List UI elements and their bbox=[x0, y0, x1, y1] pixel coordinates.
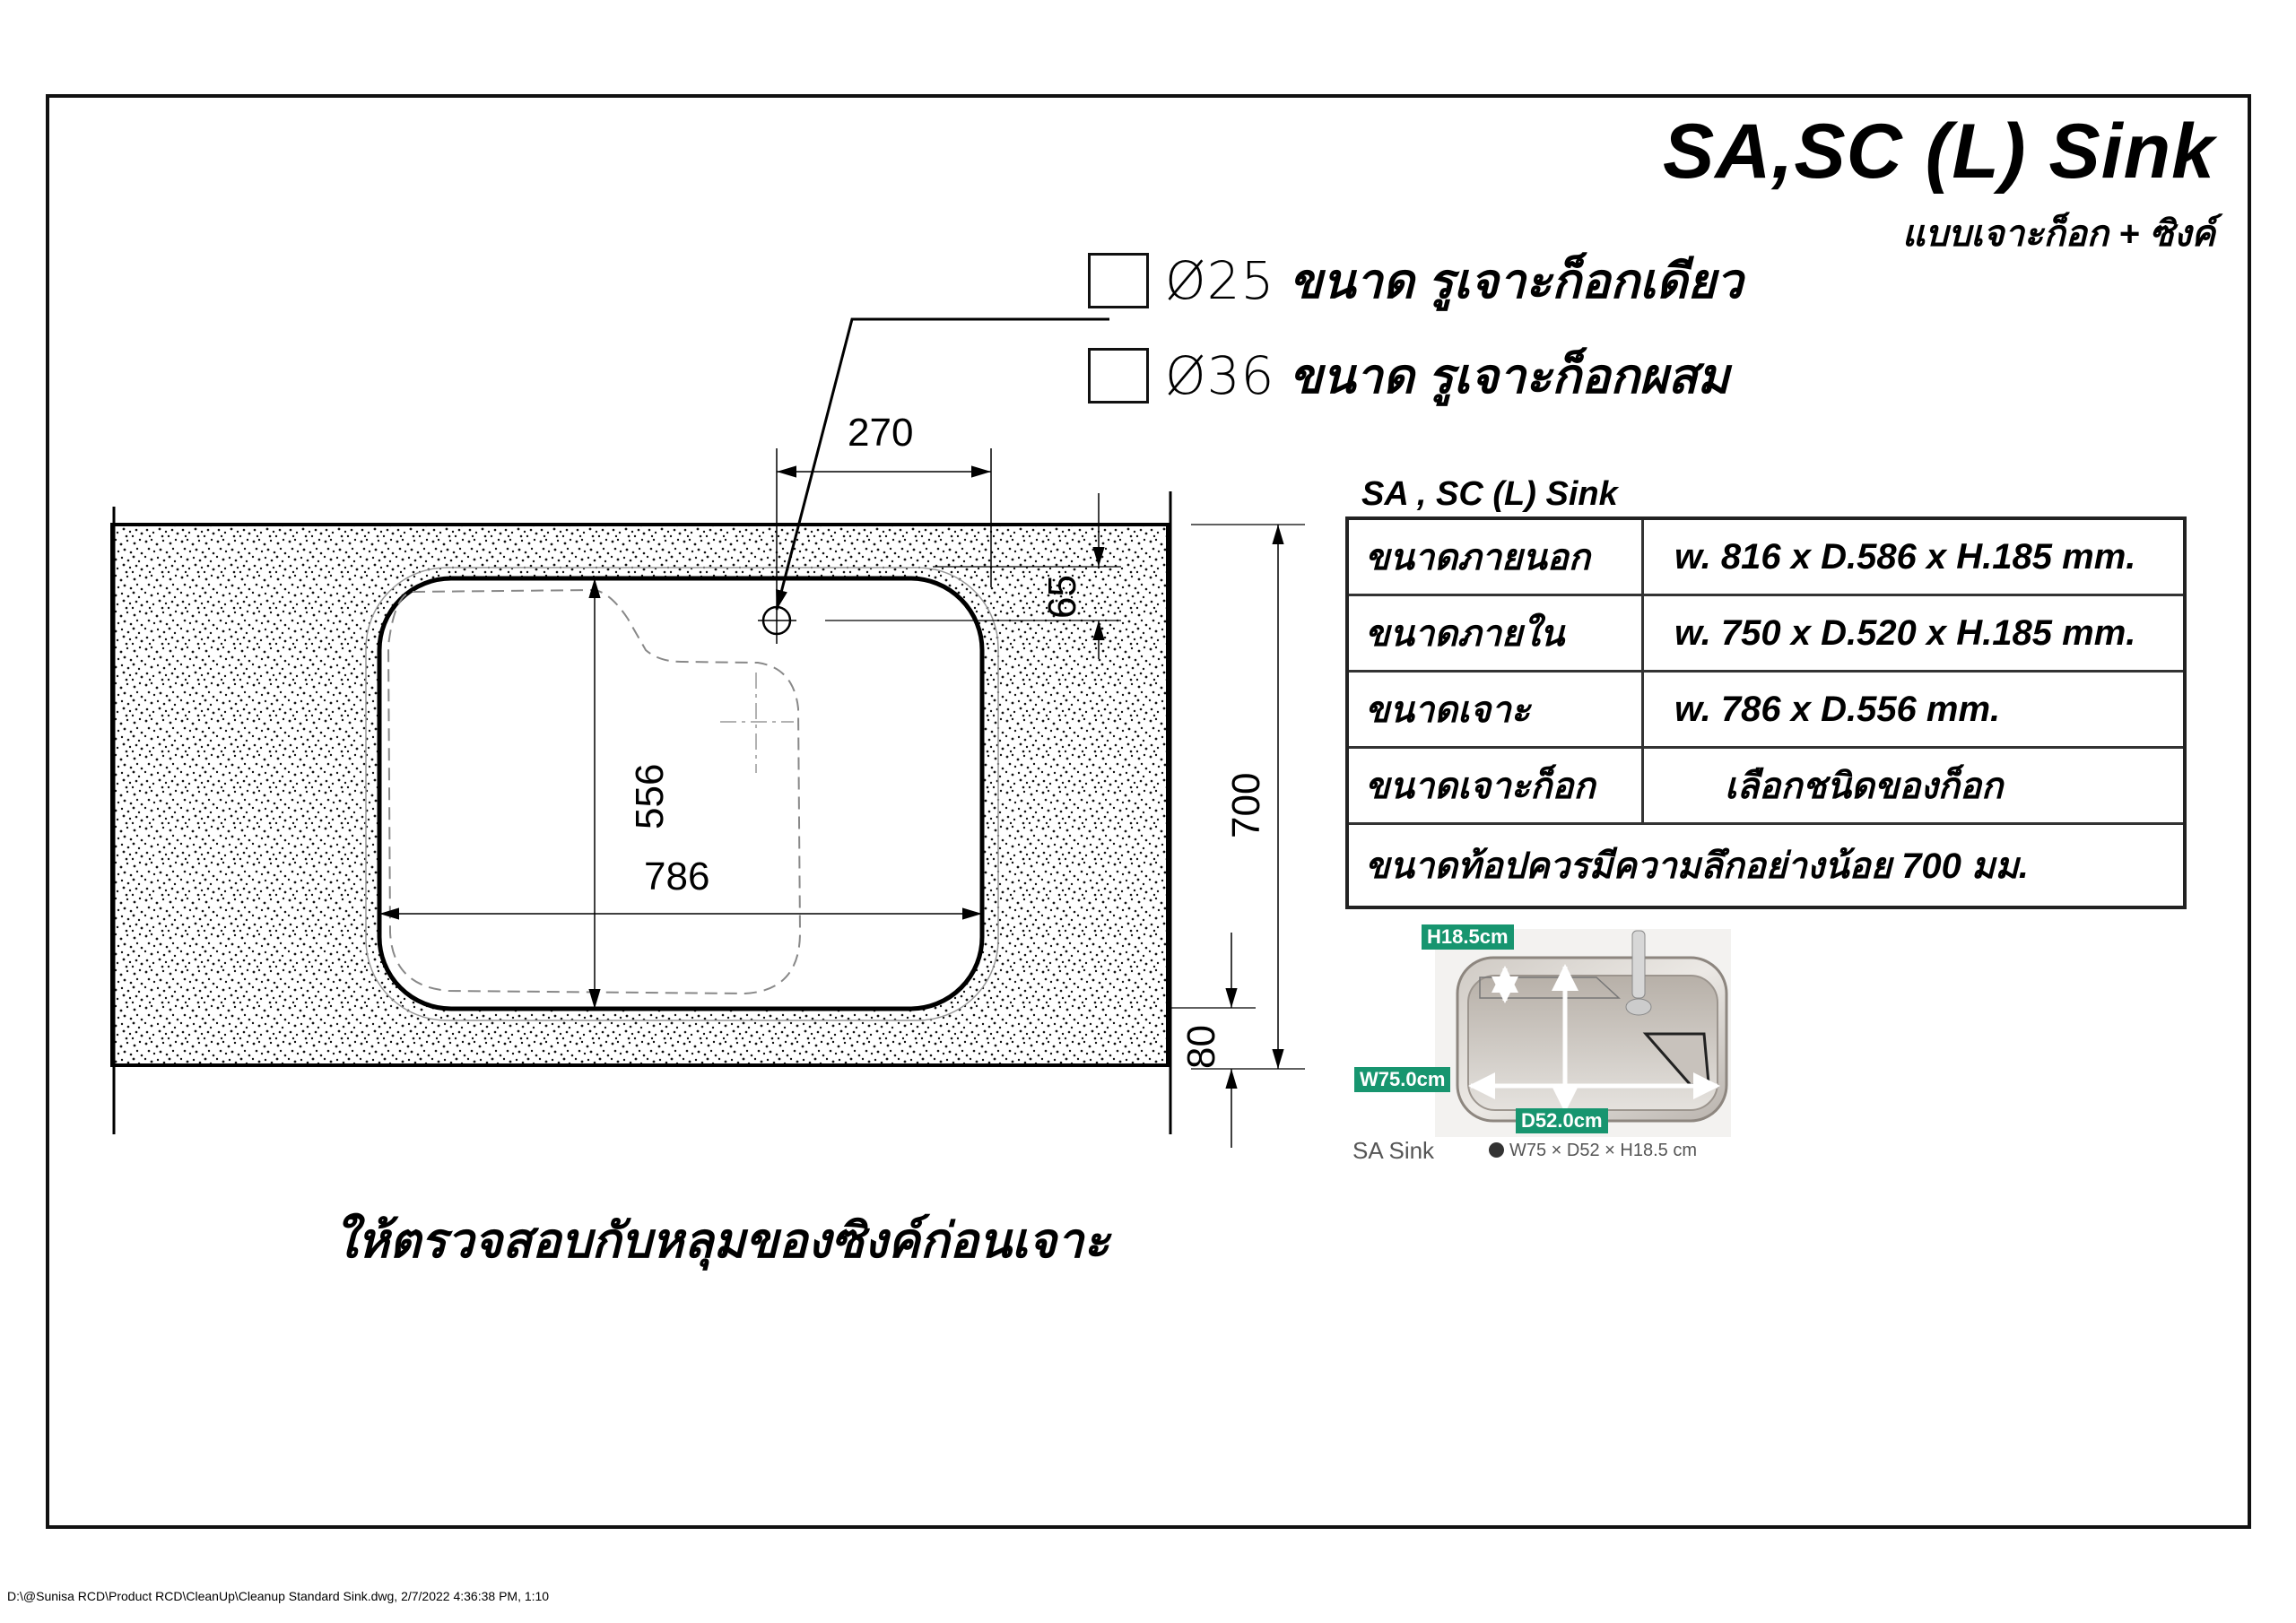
table-row: ขนาดภายนอก w. 816 x D.586 x H.185 mm. bbox=[1345, 516, 2187, 596]
file-path-footer: D:\@Sunisa RCD\Product RCD\CleanUp\Clean… bbox=[7, 1589, 550, 1603]
sink-plan-drawing bbox=[110, 317, 1305, 1148]
drawing-frame bbox=[46, 94, 2251, 1529]
check-before-drilling-note: ให้ตรวจสอบกับหลุมของซิงค์ก่อนเจาะ bbox=[334, 1214, 1110, 1268]
dim-cutout-width: 786 bbox=[644, 855, 710, 898]
width-tag: W75.0cm bbox=[1354, 1067, 1451, 1092]
sink-cutout bbox=[377, 576, 985, 1011]
faucet-option-mixer[interactable]: Ø36 ขนาด รูเจาะก็อกผสม bbox=[1088, 337, 1729, 414]
sink-illustration bbox=[1435, 929, 1731, 1137]
dim-faucet-from-edge: 65 bbox=[1040, 575, 1084, 619]
bullet-icon bbox=[1489, 1142, 1504, 1158]
row-label: ขนาดภายนอก bbox=[1345, 516, 1644, 596]
row-value: w. 786 x D.556 mm. bbox=[1641, 670, 2187, 749]
table-row: ขนาดเจาะก็อก เลือกชนิดของก็อก bbox=[1345, 746, 2187, 825]
row-label: ขนาดภายใน bbox=[1345, 594, 1644, 673]
diameter-label: Ø25 bbox=[1165, 250, 1275, 311]
table-row: ขนาดเจาะ w. 786 x D.556 mm. bbox=[1345, 670, 2187, 749]
row-value: w. 816 x D.586 x H.185 mm. bbox=[1641, 516, 2187, 596]
drawing-subtitle: แบบเจาะก็อก + ซิงค์ bbox=[1901, 214, 2215, 254]
checkbox[interactable] bbox=[1088, 253, 1149, 308]
sink-photo: H18.5cm W75.0cm D52.0cm bbox=[1350, 922, 1731, 1166]
depth-tag: D52.0cm bbox=[1516, 1108, 1608, 1133]
row-value: เลือกชนิดของก็อก bbox=[1641, 746, 2187, 825]
photo-caption-name: SA Sink bbox=[1352, 1137, 1435, 1164]
table-row: ขนาดท้อปควรมีความลึกอย่างน้อย 700 มม. bbox=[1345, 822, 2187, 909]
min-depth-note: ขนาดท้อปควรมีความลึกอย่างน้อย 700 มม. bbox=[1345, 822, 2187, 909]
spec-table-title: SA , SC (L) Sink bbox=[1361, 475, 1618, 513]
row-label: ขนาดเจาะก็อก bbox=[1345, 746, 1644, 825]
row-value: w. 750 x D.520 x H.185 mm. bbox=[1641, 594, 2187, 673]
spec-table: ขนาดภายนอก w. 816 x D.586 x H.185 mm. ขน… bbox=[1345, 516, 2187, 909]
dim-cutout-depth: 556 bbox=[628, 763, 672, 829]
height-tag: H18.5cm bbox=[1422, 924, 1514, 950]
table-row: ขนาดภายใน w. 750 x D.520 x H.185 mm. bbox=[1345, 594, 2187, 673]
dim-front-edge: 80 bbox=[1179, 1025, 1223, 1069]
option-label: ขนาด รูเจาะก็อกเดียว bbox=[1289, 255, 1744, 308]
row-label: ขนาดเจาะ bbox=[1345, 670, 1644, 749]
faucet-option-single[interactable]: Ø25 ขนาด รูเจาะก็อกเดียว bbox=[1088, 242, 1743, 319]
dim-counter-depth: 700 bbox=[1224, 772, 1268, 838]
photo-caption-dims: W75 × D52 × H18.5 cm bbox=[1489, 1141, 1697, 1161]
checkbox[interactable] bbox=[1088, 348, 1149, 404]
option-label: ขนาด รูเจาะก็อกผสม bbox=[1289, 350, 1730, 404]
caption-dims-text: W75 × D52 × H18.5 cm bbox=[1509, 1141, 1697, 1160]
drawing-title: SA,SC (L) Sink bbox=[1662, 108, 2215, 195]
dim-faucet-offset: 270 bbox=[848, 411, 914, 455]
diameter-label: Ø36 bbox=[1165, 345, 1275, 406]
